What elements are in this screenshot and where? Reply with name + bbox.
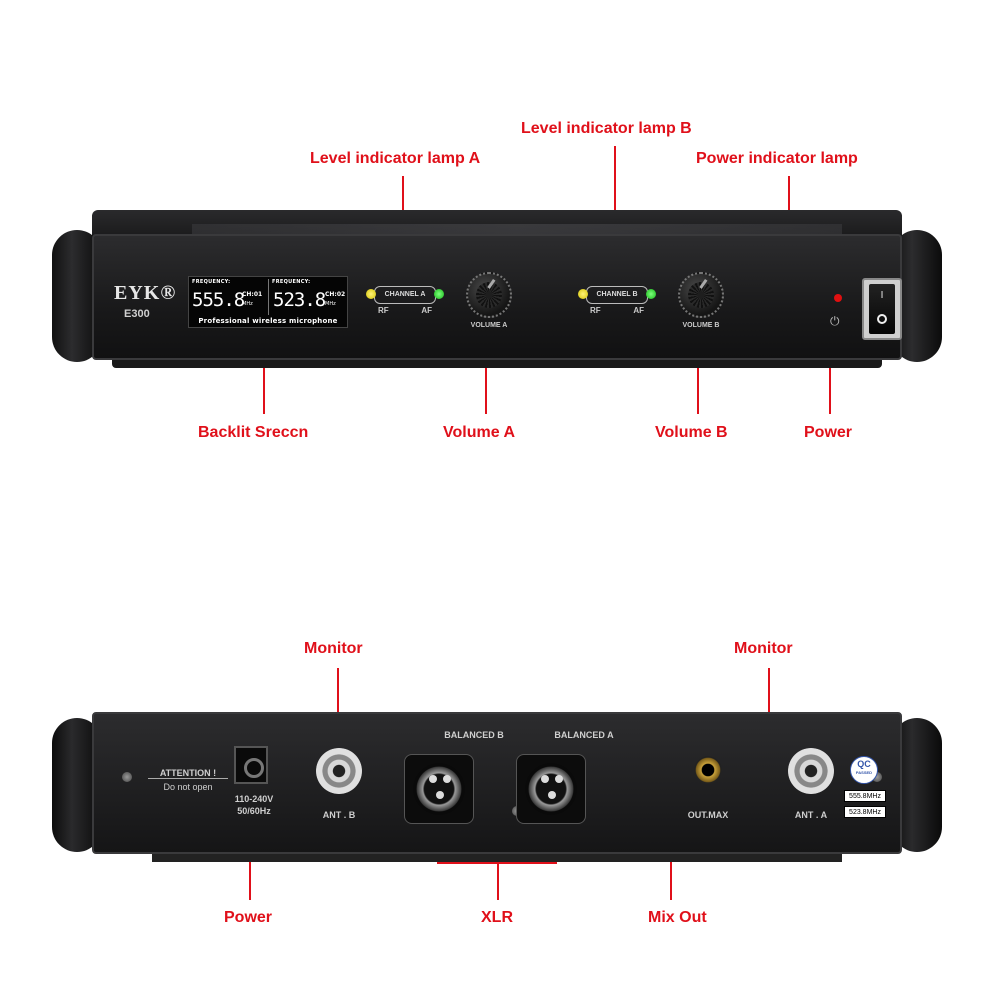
xlr-b-pin bbox=[429, 775, 437, 783]
qc-passed-text: PASSED bbox=[855, 770, 873, 775]
qc-passed-sticker: QC PASSED bbox=[850, 756, 878, 784]
antenna-b-connector[interactable] bbox=[316, 748, 362, 794]
callout-rear-power: Power bbox=[224, 909, 273, 926]
channel-b-af-led bbox=[646, 289, 656, 299]
channel-b-af: AF bbox=[633, 306, 644, 315]
balanced-b-label: BALANCED B bbox=[444, 730, 504, 740]
channel-a-indicator: CHANNEL A RF AF bbox=[366, 286, 444, 316]
channel-b-rf: RF bbox=[590, 306, 601, 315]
leader-monitor-right bbox=[768, 668, 770, 748]
leader-monitor-left bbox=[337, 668, 339, 748]
power-icon: ⏻ bbox=[830, 314, 840, 328]
volume-a-label: VOLUME A bbox=[470, 322, 508, 329]
lcd-b-label: FREQUENCY: bbox=[272, 279, 311, 285]
mix-out-jack[interactable] bbox=[694, 756, 722, 784]
volume-b-knob[interactable] bbox=[678, 272, 724, 318]
lcd-a-label: FREQUENCY: bbox=[192, 279, 231, 285]
callout-mix-out: Mix Out bbox=[648, 909, 707, 926]
lcd-channel-b: FREQUENCY: 523.8 CH:02 MHz bbox=[268, 279, 346, 315]
voltage-label: 110-240V bbox=[234, 794, 274, 804]
leader-power-switch bbox=[829, 336, 831, 414]
channel-a-rf-led bbox=[366, 289, 376, 299]
channel-a-label: CHANNEL A bbox=[374, 286, 436, 304]
lcd-b-frequency: 523.8 bbox=[273, 289, 326, 311]
xlr-b-pin bbox=[436, 791, 444, 799]
brand-logo: EYK® bbox=[114, 282, 177, 304]
xlr-b-pin bbox=[443, 775, 451, 783]
screw-icon bbox=[872, 772, 882, 782]
dc-power-jack[interactable] bbox=[234, 746, 268, 784]
leader-xlr-stem bbox=[497, 862, 499, 900]
xlr-a-pin bbox=[541, 775, 549, 783]
callout-xlr: XLR bbox=[481, 909, 513, 926]
leader-volume-a bbox=[485, 334, 487, 414]
chassis-top bbox=[92, 210, 902, 238]
model-number: E300 bbox=[124, 308, 150, 320]
channel-b-label: CHANNEL B bbox=[586, 286, 648, 304]
channel-a-af: AF bbox=[421, 306, 432, 315]
antenna-a-connector[interactable] bbox=[788, 748, 834, 794]
ant-a-label: ANT . A bbox=[794, 810, 828, 820]
callout-power-switch: Power bbox=[804, 424, 853, 441]
callout-volume-a: Volume A bbox=[443, 424, 516, 441]
frequency-tag-1: 555.8MHz bbox=[844, 790, 886, 802]
callout-monitor-right: Monitor bbox=[734, 640, 793, 657]
power-switch-face: I bbox=[869, 284, 895, 334]
lcd-a-channel: CH:01 bbox=[242, 291, 263, 298]
xlr-balanced-a-output[interactable] bbox=[516, 754, 586, 824]
xlr-b-ring bbox=[413, 763, 465, 815]
volume-b-label: VOLUME B bbox=[682, 322, 720, 329]
callout-level-indicator-b: Level indicator lamp B bbox=[521, 120, 692, 137]
callout-monitor-left: Monitor bbox=[304, 640, 363, 657]
leader-level-b bbox=[614, 146, 616, 260]
lcd-a-frequency: 555.8 bbox=[192, 289, 245, 311]
channel-b-rf-led bbox=[578, 289, 588, 299]
callout-backlit-screen: Backlit Sreccn bbox=[198, 424, 309, 441]
out-max-label: OUT.MAX bbox=[687, 810, 729, 820]
rear-chassis-bottom bbox=[152, 852, 842, 862]
xlr-a-ring bbox=[525, 763, 577, 815]
backlit-screen: FREQUENCY: 555.8 CH:01 MHz FREQUENCY: 52… bbox=[188, 276, 348, 328]
leader-rear-power bbox=[249, 832, 251, 900]
frequency-tag-2: 523.8MHz bbox=[844, 806, 886, 818]
power-switch-off-mark bbox=[877, 314, 887, 324]
callout-volume-b: Volume B bbox=[655, 424, 728, 441]
receiver-front-view: EYK® E300 FREQUENCY: 555.8 CH:01 MHz FRE… bbox=[52, 210, 942, 370]
front-panel: EYK® E300 FREQUENCY: 555.8 CH:01 MHz FRE… bbox=[92, 234, 902, 360]
channel-a-af-led bbox=[434, 289, 444, 299]
chassis-bottom bbox=[112, 358, 882, 368]
lcd-channel-a: FREQUENCY: 555.8 CH:01 MHz bbox=[192, 279, 270, 315]
frequency-label: 50/60Hz bbox=[237, 806, 271, 816]
chassis-stripe bbox=[192, 224, 842, 236]
callout-level-indicator-a: Level indicator lamp A bbox=[310, 150, 481, 167]
lcd-a-unit: MHz bbox=[242, 301, 253, 307]
callout-power-indicator: Power indicator lamp bbox=[696, 150, 858, 167]
power-indicator-lamp bbox=[834, 294, 842, 302]
qc-text: QC bbox=[857, 759, 871, 769]
receiver-rear-view: ATTENTION ! Do not open 110-240V 50/60Hz… bbox=[52, 712, 942, 862]
xlr-a-pin bbox=[555, 775, 563, 783]
lcd-b-unit: MHz bbox=[325, 301, 336, 307]
volume-a-knob[interactable] bbox=[466, 272, 512, 318]
do-not-open-label: Do not open bbox=[163, 782, 213, 792]
screw-icon bbox=[122, 772, 132, 782]
rear-panel: ATTENTION ! Do not open 110-240V 50/60Hz… bbox=[92, 712, 902, 854]
attention-label: ATTENTION ! bbox=[148, 768, 228, 779]
power-switch[interactable]: I bbox=[862, 278, 902, 340]
channel-b-rf-af: RF AF bbox=[590, 306, 644, 315]
lcd-b-channel: CH:02 bbox=[325, 291, 346, 298]
channel-a-rf-af: RF AF bbox=[378, 306, 432, 315]
leader-backlit bbox=[263, 334, 265, 414]
xlr-balanced-b-output[interactable] bbox=[404, 754, 474, 824]
channel-b-indicator: CHANNEL B RF AF bbox=[578, 286, 656, 316]
ant-b-label: ANT . B bbox=[322, 810, 356, 820]
lcd-footer: Professional wireless microphone bbox=[198, 317, 338, 325]
channel-a-rf: RF bbox=[378, 306, 389, 315]
power-switch-on-mark: I bbox=[880, 290, 884, 301]
balanced-a-label: BALANCED A bbox=[554, 730, 614, 740]
leader-volume-b bbox=[697, 334, 699, 414]
xlr-a-pin bbox=[548, 791, 556, 799]
